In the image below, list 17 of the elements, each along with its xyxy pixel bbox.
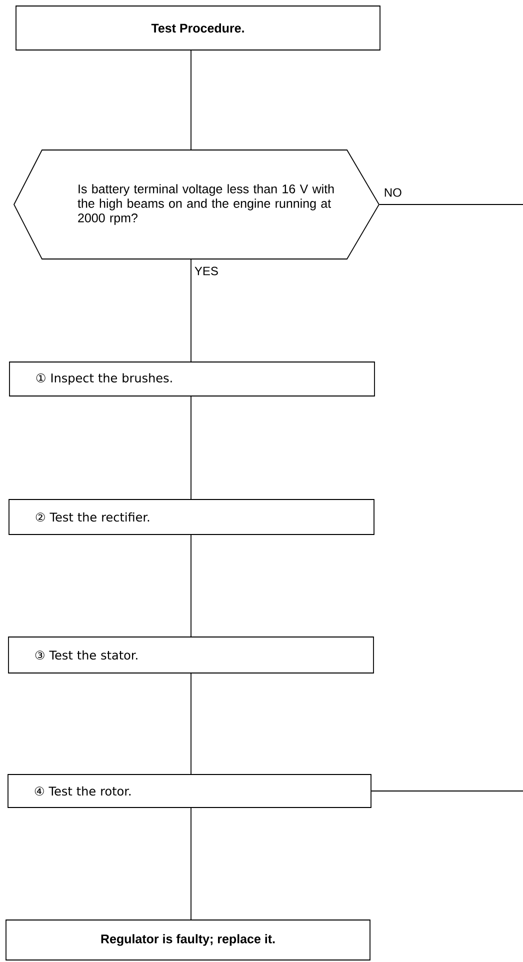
process-box: Regulator is faulty; replace it.: [6, 920, 370, 960]
process-box: ③ Test the stator.: [8, 636, 374, 674]
process-box: Test Procedure.: [16, 6, 380, 50]
process-box: ④ Test the rotor.: [8, 774, 372, 808]
process-box: ① Inspect the brushes.: [9, 362, 375, 396]
edge-label: YES: [193, 266, 220, 276]
connector-line: [379, 204, 523, 205]
connector-line: [190, 259, 192, 362]
connector-line: [371, 790, 523, 792]
connector-line: [190, 808, 192, 920]
edge-label: NO: [382, 187, 403, 198]
process-box: ② Test the rectifier.: [8, 499, 374, 535]
connector-line: [190, 396, 192, 500]
connector-line: [190, 673, 192, 774]
connector-line: [190, 534, 192, 637]
connector-line: [190, 50, 192, 150]
decision-hexagon: Is battery terminal voltage less than 16 V with the high beams on and the engine running at 2000 rpm?: [14, 150, 380, 260]
